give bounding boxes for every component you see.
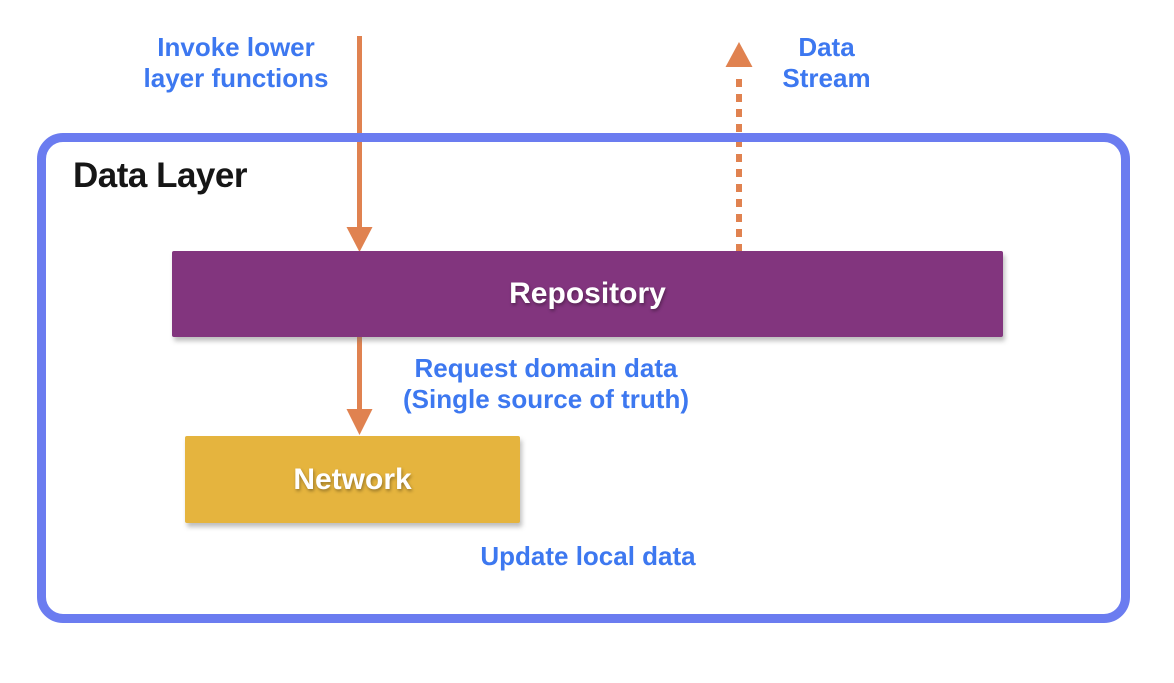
data-layer-frame xyxy=(37,133,1130,623)
network-node: Network xyxy=(185,436,520,523)
network-node-label: Network xyxy=(293,462,412,496)
request-domain-data-label-line1: Request domain data xyxy=(414,353,678,383)
invoke-lower-layer-label-line2: layer functions xyxy=(143,63,329,93)
request-arrow-icon xyxy=(346,337,373,435)
update-local-data-label: Update local data xyxy=(480,541,696,571)
invoke-lower-layer-label: Invoke lower layer functions xyxy=(86,32,386,94)
data-stream-label: Data Stream xyxy=(744,32,909,94)
request-domain-data-label-line2: (Single source of truth) xyxy=(403,384,689,414)
data-stream-label-line1: Data xyxy=(798,32,855,62)
repository-node: Repository xyxy=(172,251,1003,337)
data-stream-arrow-icon xyxy=(725,42,753,252)
data-stream-label-line2: Stream xyxy=(782,63,871,93)
invoke-lower-layer-label-line1: Invoke lower xyxy=(157,32,315,62)
repository-node-label: Repository xyxy=(509,277,666,310)
request-domain-data-label: Request domain data (Single source of tr… xyxy=(396,353,696,415)
data-layer-title: Data Layer xyxy=(73,156,247,195)
